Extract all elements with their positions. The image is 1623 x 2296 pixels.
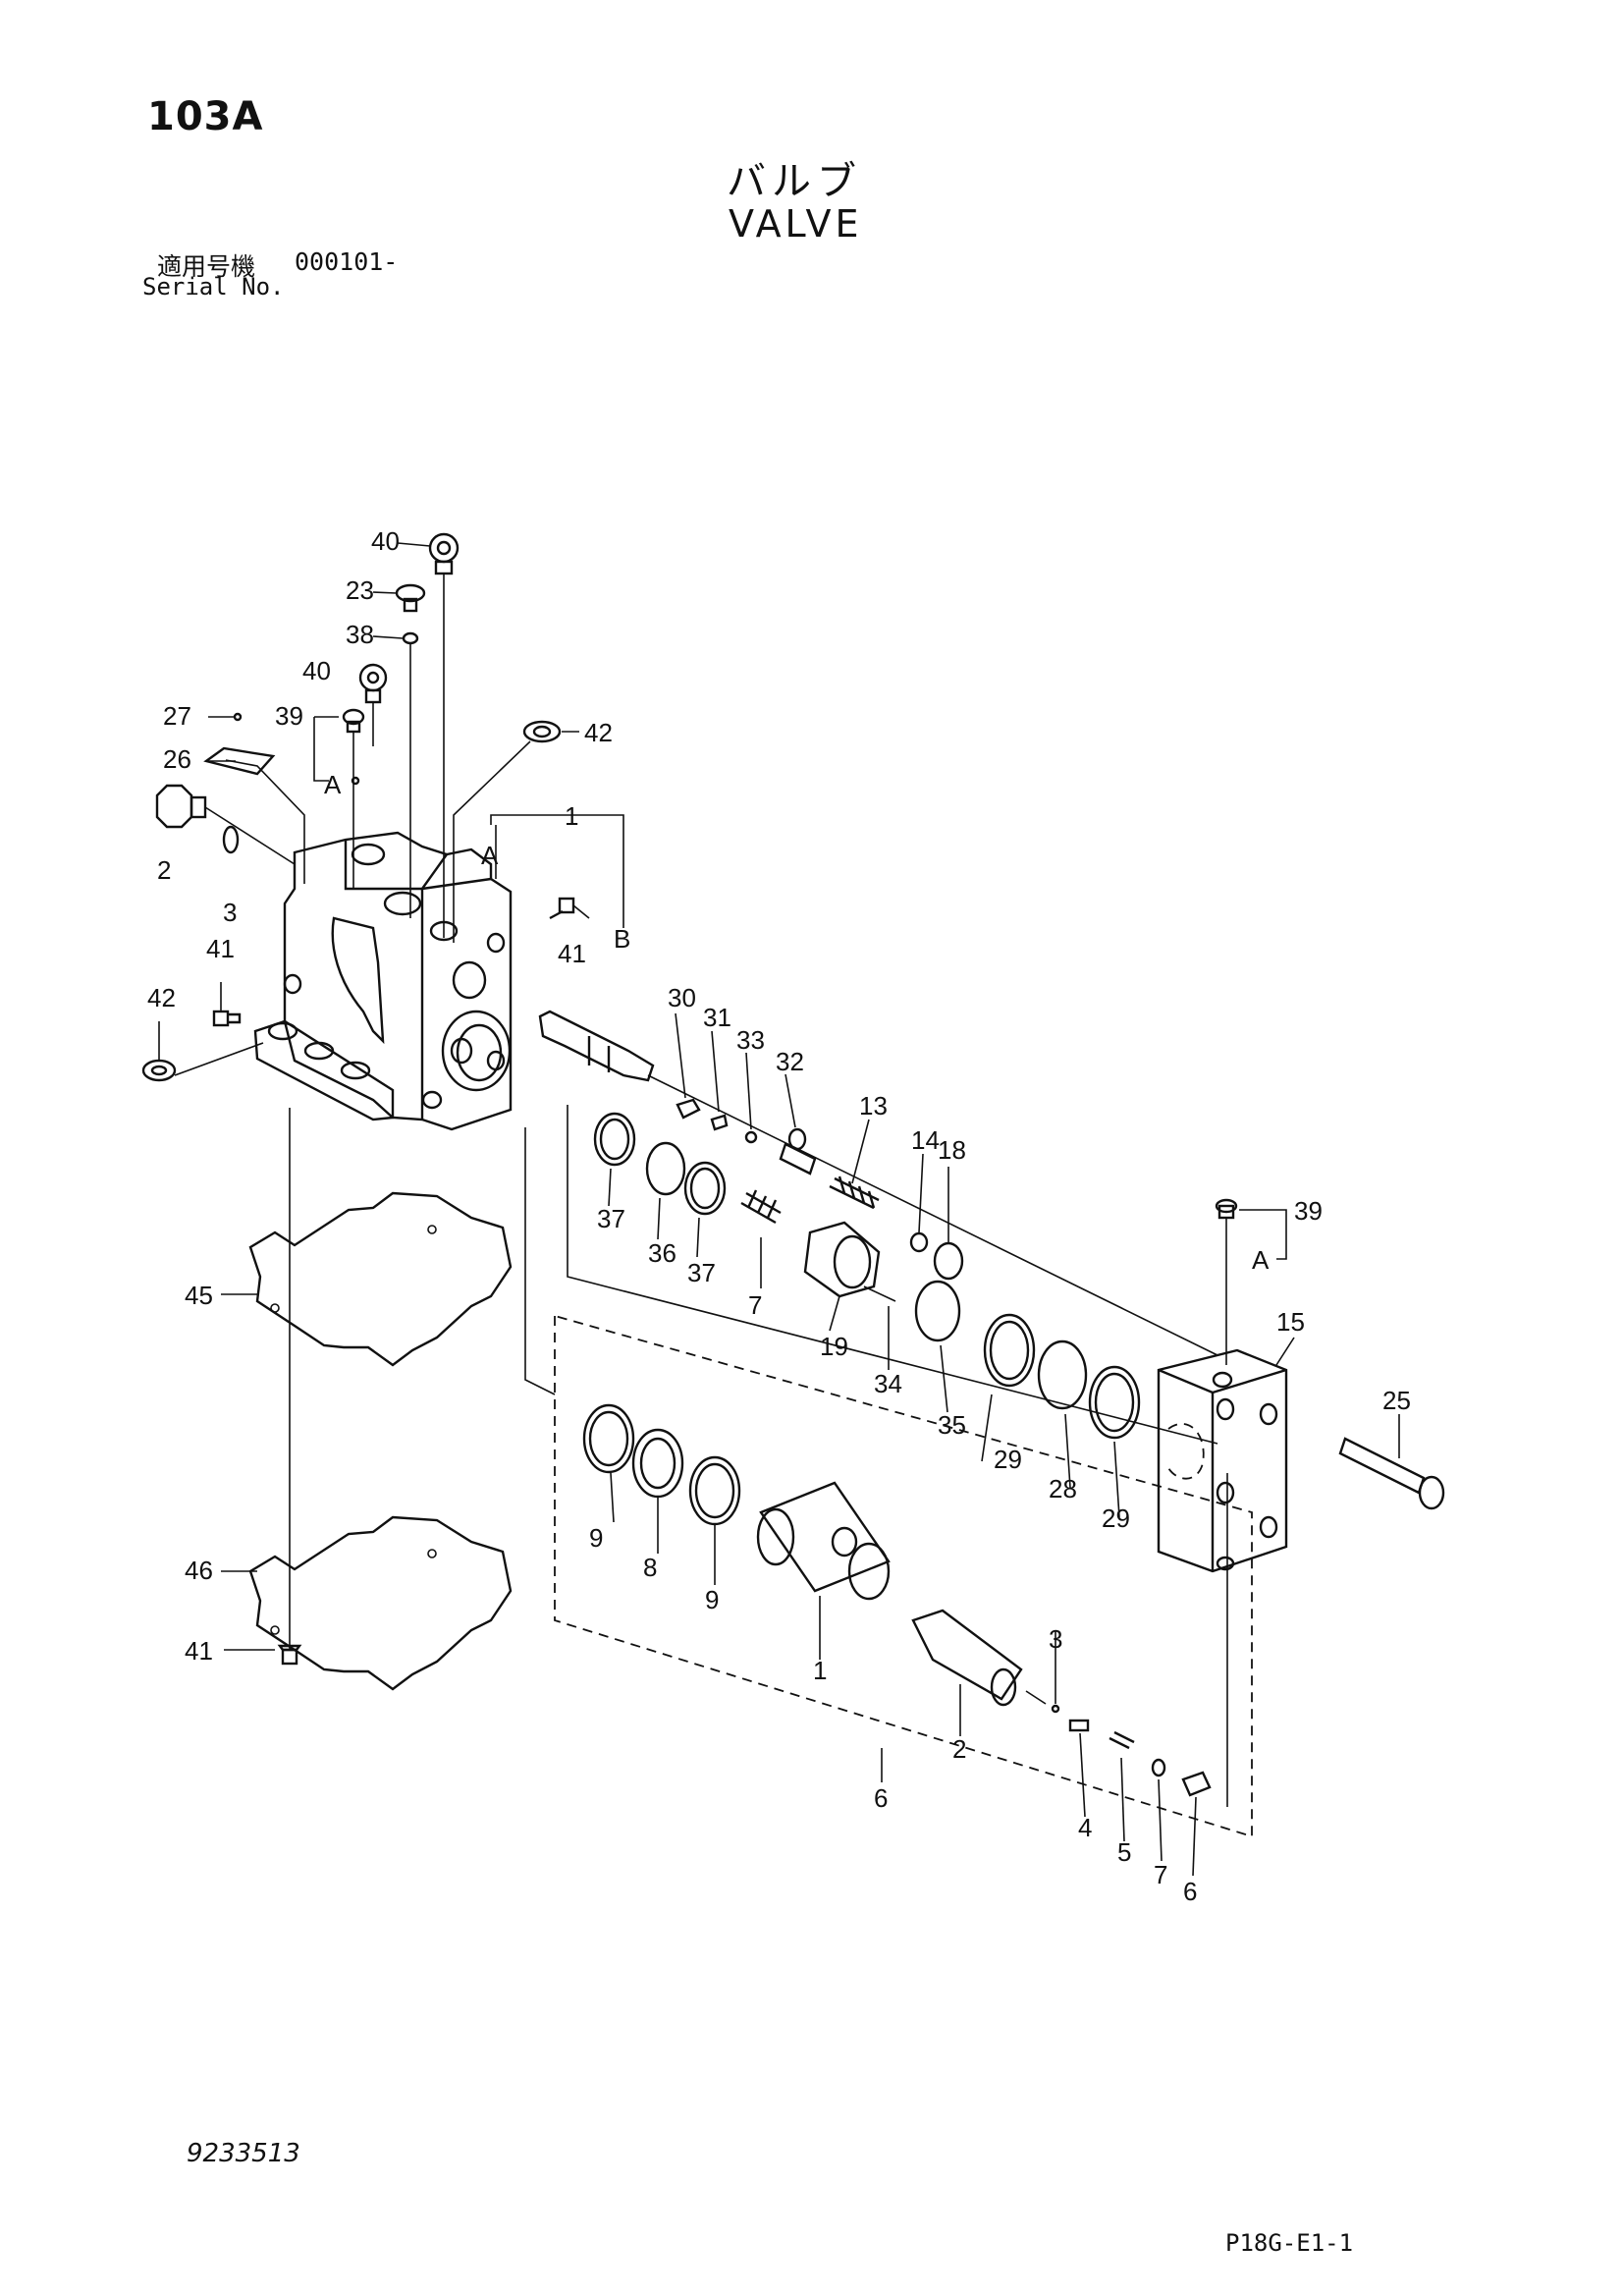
callout-18: 18 [938,1135,966,1165]
valve-body [253,831,513,1131]
callout-30: 30 [668,983,696,1012]
document-number: 9233513 [187,2139,300,2168]
callout-B: B [614,924,630,954]
callout-42: 42 [584,718,613,747]
callout-27: 27 [163,701,191,731]
callout-23: 23 [346,575,374,605]
callout-A: A [324,770,342,799]
callout-1: 1 [565,801,578,831]
callout-32: 32 [776,1047,804,1076]
callout-7: 7 [1154,1860,1167,1889]
leader-lines [372,542,1400,1877]
callout-38: 38 [346,620,374,649]
cap-42-top [453,720,579,943]
callout-labels: 40 23 38 40 27 39 42 26 A 1 2 A 3 41 41 … [147,526,1411,1906]
spool-assembly [538,1010,1218,1356]
serial-number-value: 000101- [295,247,399,276]
callout-39: 39 [275,701,303,731]
callout-A: A [1252,1245,1270,1275]
callout-4: 4 [1078,1813,1092,1842]
callout-40: 40 [371,526,400,556]
callout-6: 6 [874,1783,888,1813]
callout-29: 29 [1102,1503,1130,1533]
callout-41: 41 [558,939,586,968]
plug-fitting-2 [155,784,296,865]
page-code: P18G-E1-1 [1225,2229,1354,2257]
callout-19: 19 [820,1332,848,1361]
cap-42-left [141,1021,264,1082]
callout-35: 35 [938,1410,966,1440]
callout-2: 2 [157,855,171,885]
callout-41: 41 [185,1636,213,1666]
callout-9: 9 [705,1585,719,1614]
callout-15: 15 [1276,1307,1305,1337]
nameplate-and-rivet [203,712,305,884]
top-hardware [313,532,460,938]
page-id: 103A [147,94,264,139]
callout-26: 26 [163,744,191,774]
callout-6: 6 [1183,1877,1197,1906]
callout-1: 1 [813,1656,827,1685]
callout-29: 29 [994,1445,1022,1474]
callout-37: 37 [687,1258,716,1287]
serial-label-japanese: 適用号機 [157,252,256,281]
callout-14: 14 [911,1125,940,1155]
callout-7: 7 [748,1290,762,1320]
callout-37: 37 [597,1204,625,1233]
cover-block-15 [1157,1198,1445,1573]
callout-9: 9 [589,1523,603,1553]
callout-31: 31 [703,1003,731,1032]
callout-45: 45 [185,1281,213,1310]
callout-5: 5 [1117,1837,1131,1867]
title-japanese: バルブ [727,159,862,204]
bolts-41 [212,897,590,1027]
callout-42: 42 [147,983,176,1012]
callout-25: 25 [1382,1386,1411,1415]
callout-13: 13 [859,1091,888,1121]
callout-36: 36 [648,1238,676,1268]
callout-2: 2 [952,1734,966,1764]
relief-valve-group [524,1127,1253,1838]
callout-33: 33 [736,1025,765,1055]
callout-A: A [481,841,499,870]
callout-8: 8 [643,1553,657,1582]
title-english: VALVE [729,202,863,246]
callout-46: 46 [185,1556,213,1585]
callout-3: 3 [223,898,237,927]
callout-40: 40 [302,656,331,685]
callout-28: 28 [1049,1474,1077,1503]
callout-41: 41 [206,934,235,963]
ring-group-middle [567,1105,1218,1445]
callout-39: 39 [1294,1196,1323,1226]
bracket-a-b [490,814,624,928]
callout-34: 34 [874,1369,902,1398]
gaskets [221,1108,513,1691]
serial-label-english: Serial No. [142,273,285,301]
